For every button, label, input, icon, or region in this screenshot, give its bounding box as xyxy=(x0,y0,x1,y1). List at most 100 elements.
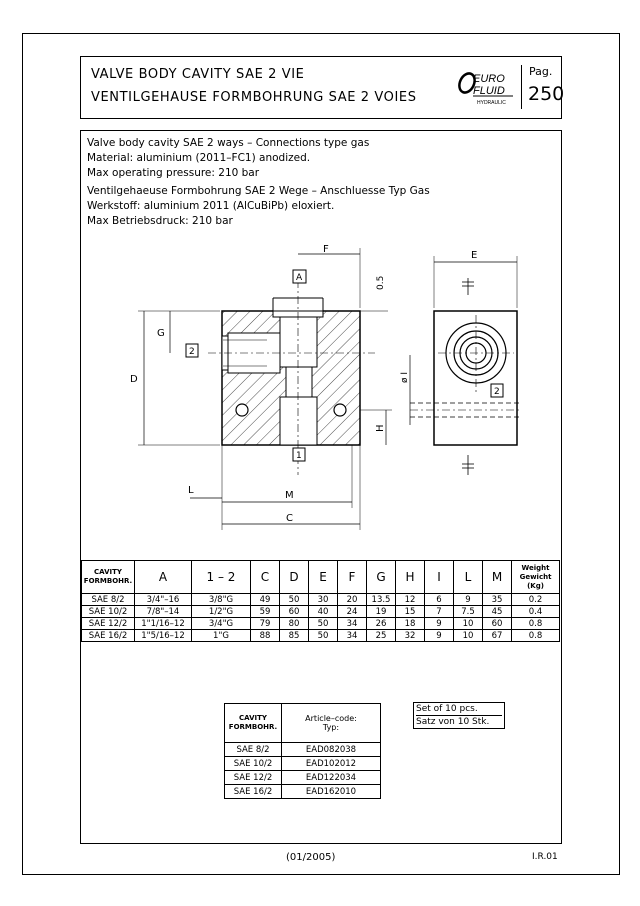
table-cell: 1"1/16–12 xyxy=(134,617,192,630)
table-row: SAE 16/2 EAD162010 xyxy=(224,784,381,799)
table-cell: EAD102012 xyxy=(281,756,381,771)
col-cavity-line1: CAVITY xyxy=(94,568,122,576)
port-1-label: 1 xyxy=(296,451,302,461)
table-row: SAE 12/2 EAD122034 xyxy=(224,770,381,785)
table-cell: EAD162010 xyxy=(281,784,381,799)
table-cell: 9 xyxy=(424,617,454,630)
header-separator xyxy=(521,65,522,109)
table-cell: 45 xyxy=(482,605,512,618)
dim-label-0-5: 0.5 xyxy=(376,276,386,290)
table-cell: 18 xyxy=(395,617,425,630)
table-cell: 7 xyxy=(424,605,454,618)
table-cell: 0.2 xyxy=(511,593,560,606)
desc-en-2: Material: aluminium (2011–FC1) anodized. xyxy=(87,152,311,164)
table-cell: 49 xyxy=(250,593,280,606)
table-cell: 25 xyxy=(366,629,396,642)
article-code-table: CAVITY FORMBOHR. Article–code: Typ: SAE … xyxy=(224,703,381,799)
mounting-hole-left xyxy=(235,403,249,417)
table-cell: 20 xyxy=(337,593,367,606)
table-cell: 80 xyxy=(279,617,309,630)
desc-de-2: Werkstoff: aluminium 2011 (AlCuBiPb) elo… xyxy=(87,200,335,212)
table-cell: 12 xyxy=(395,593,425,606)
side-port-2-label: 2 xyxy=(494,387,500,397)
col-m: M xyxy=(482,560,512,594)
table-cell: SAE 16/2 xyxy=(81,629,135,642)
table-cell: SAE 10/2 xyxy=(224,756,282,771)
table-cell: 10 xyxy=(453,629,483,642)
desc-en-1: Valve body cavity SAE 2 ways – Connectio… xyxy=(87,137,370,149)
table-cell: EAD082038 xyxy=(281,742,381,757)
table-cell: 59 xyxy=(250,605,280,618)
title-line-1: VALVE BODY CAVITY SAE 2 VIE xyxy=(91,67,305,82)
col-art-cavity-line2: FORMBOHR. xyxy=(228,723,278,731)
port-a-label: A xyxy=(296,273,303,283)
main-content-box: Valve body cavity SAE 2 ways – Connectio… xyxy=(80,130,562,844)
table-row: SAE 8/2 EAD082038 xyxy=(224,742,381,757)
col-cavity-line2: FORMBOHR. xyxy=(83,577,133,585)
table-cell: 88 xyxy=(250,629,280,642)
table-cell: 1"5/16–12 xyxy=(134,629,192,642)
page-number: 250 xyxy=(528,83,565,105)
col-e: E xyxy=(308,560,338,594)
table-cell: 7.5 xyxy=(453,605,483,618)
table-cell: 32 xyxy=(395,629,425,642)
footer-date: (01/2005) xyxy=(286,852,336,863)
table-cell: 7/8"–14 xyxy=(134,605,192,618)
col-g: G xyxy=(366,560,396,594)
desc-de-3: Max Betriebsdruck: 210 bar xyxy=(87,215,233,227)
table-cell: 9 xyxy=(453,593,483,606)
table-cell: 35 xyxy=(482,593,512,606)
logo-icon: EURO FLUID HYDRAULIC xyxy=(458,72,513,106)
dimension-table: CAVITY FORMBOHR. A 1 – 2 C D E F G H I L… xyxy=(81,560,560,642)
col-f: F xyxy=(337,560,367,594)
logo-text-euro: EURO xyxy=(473,73,505,85)
table-cell: 3/4"–16 xyxy=(134,593,192,606)
table-row: SAE 8/2 3/4"–16 3/8"G 49 50 30 20 13.5 1… xyxy=(81,593,560,606)
col-art-code: Article–code: Typ: xyxy=(281,703,381,743)
page-label: Pag. xyxy=(529,65,553,78)
side-view-body xyxy=(433,310,518,446)
technical-drawing: D G 2 F A 0.5 H 1 L M C E ø xyxy=(130,244,522,530)
table-row: SAE 10/2 7/8"–14 1/2"G 59 60 40 24 19 15… xyxy=(81,605,560,618)
table-cell: SAE 16/2 xyxy=(224,784,282,799)
table-cell: 34 xyxy=(337,617,367,630)
col-d: D xyxy=(279,560,309,594)
table-cell: SAE 8/2 xyxy=(224,742,282,757)
desc-en-3: Max operating pressure: 210 bar xyxy=(87,167,260,179)
table-cell: 60 xyxy=(482,617,512,630)
side-port-2-box xyxy=(490,383,504,398)
table-cell: 50 xyxy=(279,593,309,606)
col-h: H xyxy=(395,560,425,594)
logo-text-hydraulic: HYDRAULIC xyxy=(477,100,506,106)
col-art-cavity: CAVITY FORMBOHR. xyxy=(224,703,282,743)
table-cell: 30 xyxy=(308,593,338,606)
table-cell: 13.5 xyxy=(366,593,396,606)
table-cell: SAE 12/2 xyxy=(81,617,135,630)
dim-label-m: M xyxy=(285,490,294,501)
port-a-box xyxy=(292,269,307,284)
table-cell: 0.4 xyxy=(511,605,560,618)
dim-label-d: D xyxy=(130,374,138,385)
table-cell: SAE 8/2 xyxy=(81,593,135,606)
table-cell: SAE 10/2 xyxy=(81,605,135,618)
table-cell: 85 xyxy=(279,629,309,642)
port-1-box xyxy=(292,447,306,462)
table-cell: 60 xyxy=(279,605,309,618)
port-2-label: 2 xyxy=(189,347,195,357)
col-c: C xyxy=(250,560,280,594)
table-cell: 24 xyxy=(337,605,367,618)
table-cell: 26 xyxy=(366,617,396,630)
dim-label-i: ø I xyxy=(400,372,410,383)
col-i: I xyxy=(424,560,454,594)
table-cell: 10 xyxy=(453,617,483,630)
table-cell: 34 xyxy=(337,629,367,642)
table-cell: 6 xyxy=(424,593,454,606)
port-2-box xyxy=(185,343,199,358)
dim-label-f: F xyxy=(323,244,329,255)
dimension-table-header: CAVITY FORMBOHR. A 1 – 2 C D E F G H I L… xyxy=(81,560,560,594)
set-note-line2: Satz von 10 Stk. xyxy=(416,717,490,727)
table-row: SAE 10/2 EAD102012 xyxy=(224,756,381,771)
footer-code: I.R.01 xyxy=(532,852,558,862)
col-art-cavity-line1: CAVITY xyxy=(239,714,267,722)
table-row: SAE 12/2 1"1/16–12 3/4"G 79 80 50 34 26 … xyxy=(81,617,560,630)
